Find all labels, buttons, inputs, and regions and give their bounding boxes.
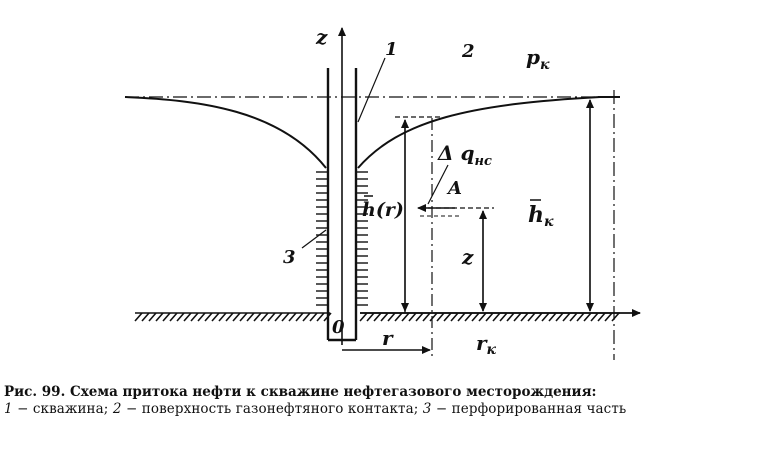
hatch-mark <box>506 312 515 322</box>
hatch-mark <box>422 312 431 322</box>
hatch-mark <box>450 312 459 322</box>
hatch-mark <box>527 312 536 322</box>
hatch-mark <box>134 312 143 322</box>
z-dimension-label: z <box>461 245 474 269</box>
oil-inflow-diagram: z 1 2 pк Δ qнс A h(r) hк z 3 0 r rк <box>124 25 641 360</box>
hr-label: h(r) <box>362 199 404 221</box>
point-a-label: A <box>446 178 462 199</box>
hatch-mark <box>190 312 199 322</box>
hatch-mark <box>534 312 543 322</box>
hatch-mark <box>443 312 452 322</box>
hatch-mark <box>387 312 396 322</box>
hatch-mark <box>576 312 585 322</box>
hatch-mark <box>562 312 571 322</box>
hatch-mark <box>471 312 480 322</box>
hatch-mark <box>176 312 185 322</box>
hatch-mark <box>499 312 508 322</box>
perforation-ticks <box>316 171 368 306</box>
hatch-mark <box>288 312 297 322</box>
hk-label: hк <box>528 202 554 230</box>
legend-text-1: − скважина; <box>12 401 113 417</box>
legend-num-2: 2 <box>112 401 122 417</box>
hatch-mark <box>183 312 192 322</box>
hatch-mark <box>267 312 276 322</box>
hatch-mark <box>373 312 382 322</box>
curve-2-label: 2 <box>461 41 475 62</box>
hatch-mark <box>274 312 283 322</box>
hatch-mark <box>281 312 290 322</box>
ground-hatch <box>134 312 620 322</box>
delta-q-leader <box>427 164 449 205</box>
hatch-mark <box>548 312 557 322</box>
figure-caption: Рис. 99. Схема притока нефти к скважине … <box>4 384 774 418</box>
hatch-mark <box>169 312 178 322</box>
hatch-mark <box>295 312 304 322</box>
hatch-mark <box>492 312 501 322</box>
pk-label: pк <box>526 45 550 73</box>
hatch-mark <box>197 312 206 322</box>
hatch-mark <box>464 312 473 322</box>
hatch-mark <box>141 312 150 322</box>
hatch-mark <box>260 312 269 322</box>
legend-num-3: 3 <box>422 401 432 417</box>
hatch-mark <box>148 312 157 322</box>
hatch-mark <box>408 312 417 322</box>
hatch-mark <box>246 312 255 322</box>
hatch-mark <box>590 312 599 322</box>
hatch-mark <box>457 312 466 322</box>
hatch-mark <box>380 312 389 322</box>
hatch-mark <box>253 312 262 322</box>
label-3-leader <box>301 229 327 249</box>
hatch-mark <box>218 312 227 322</box>
hatch-mark <box>155 312 164 322</box>
hatch-mark <box>583 312 592 322</box>
hatch-mark <box>485 312 494 322</box>
hatch-mark <box>232 312 241 322</box>
hatch-mark <box>541 312 550 322</box>
rk-label: rк <box>476 331 497 358</box>
hatch-mark <box>401 312 410 322</box>
hatch-mark <box>316 312 325 322</box>
hatch-mark <box>597 312 606 322</box>
hatch-mark <box>513 312 522 322</box>
hatch-mark <box>239 312 248 322</box>
hatch-mark <box>436 312 445 322</box>
legend-text-3: − перфорированная часть <box>431 401 627 417</box>
hatch-mark <box>520 312 529 322</box>
hatch-mark <box>555 312 564 322</box>
hatch-mark <box>204 312 213 322</box>
curve-1-label: 1 <box>385 39 398 60</box>
hatch-mark <box>162 312 171 322</box>
legend-text-2: − поверхность газонефтяного контакта; <box>121 401 423 417</box>
hatch-mark <box>359 312 368 322</box>
z-axis-label: z <box>315 25 328 49</box>
hatch-mark <box>225 312 234 322</box>
r-label: r <box>382 326 394 350</box>
hatch-mark <box>211 312 220 322</box>
caption-title: Рис. 99. Схема притока нефти к скважине … <box>4 384 597 400</box>
origin-label: 0 <box>332 317 345 338</box>
hatch-mark <box>366 312 375 322</box>
delta-q-label: Δ qнс <box>437 141 492 169</box>
hatch-mark <box>611 312 620 322</box>
hatch-mark <box>478 312 487 322</box>
hatch-mark <box>302 312 311 322</box>
caption-legend: 1 − скважина; 2 − поверхность газонефтян… <box>4 401 774 418</box>
perforation-label: 3 <box>283 247 296 268</box>
hatch-mark <box>569 312 578 322</box>
hatch-mark <box>309 312 318 322</box>
label-1-leader <box>357 57 386 123</box>
legend-num-1: 1 <box>4 401 13 417</box>
hatch-mark <box>604 312 613 322</box>
gas-oil-contact-curve <box>124 96 601 169</box>
hatch-mark <box>394 312 403 322</box>
hatch-mark <box>415 312 424 322</box>
hatch-mark <box>429 312 438 322</box>
